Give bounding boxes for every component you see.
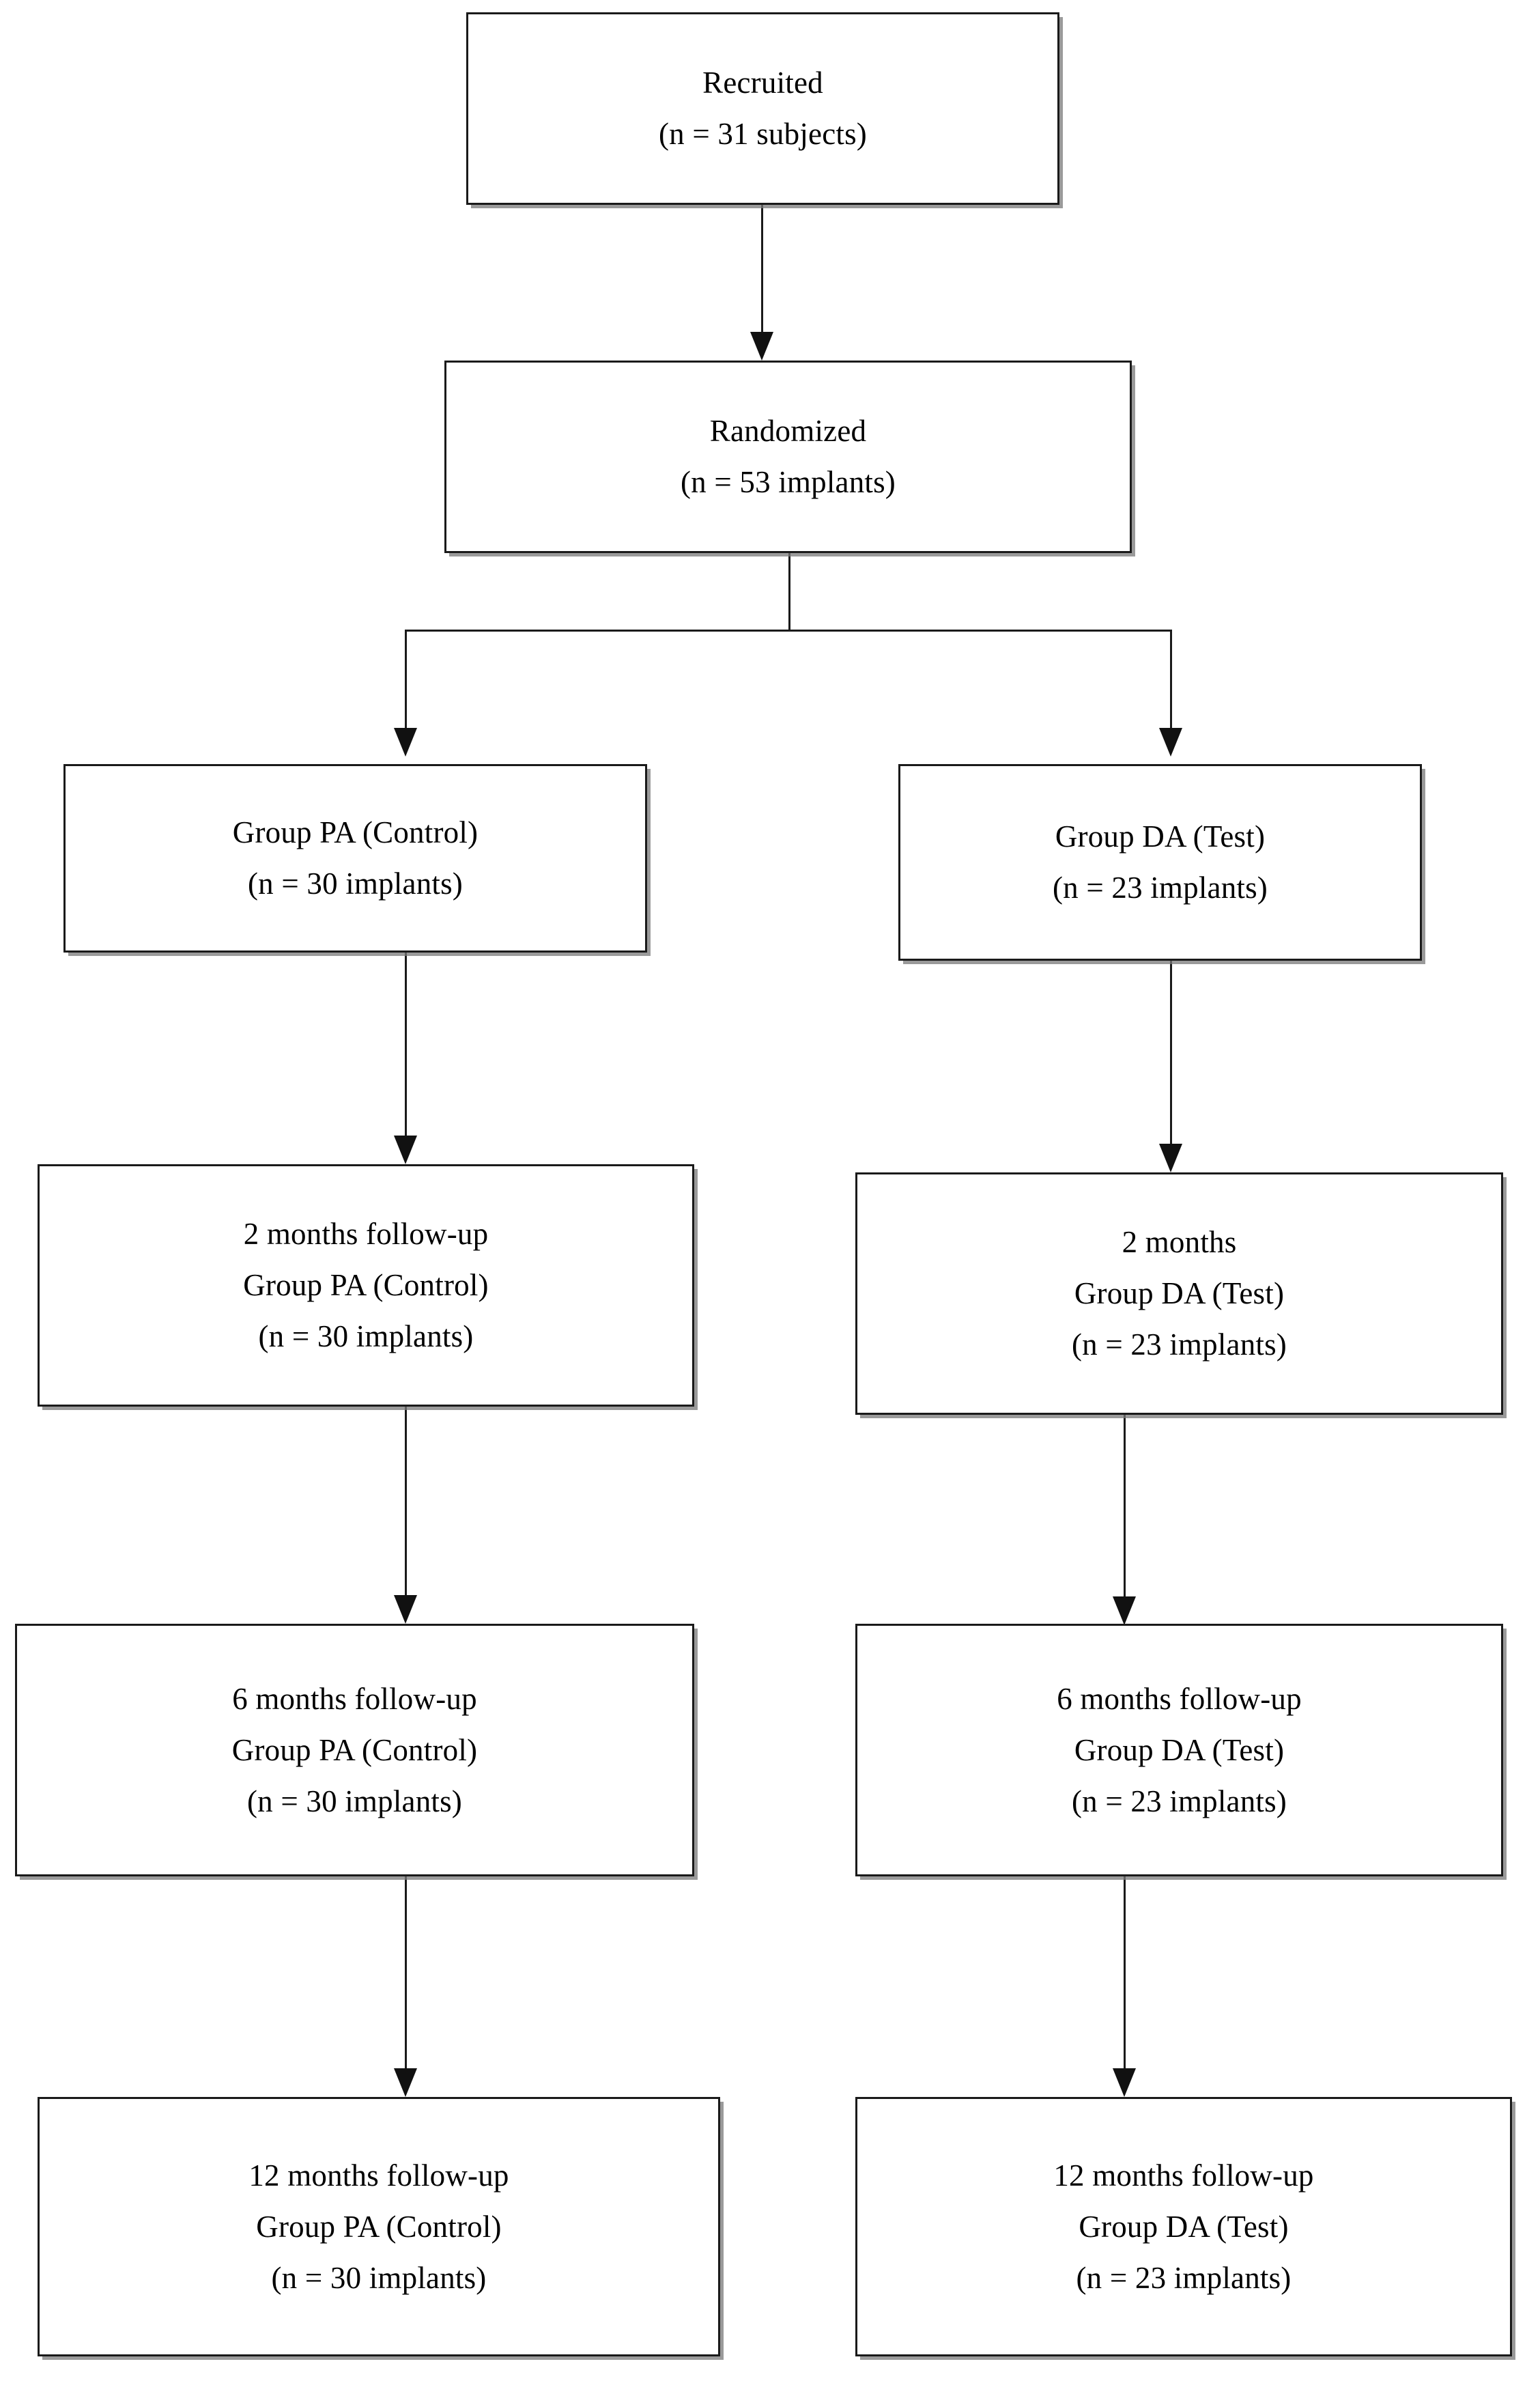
node-da-6m-line2: Group DA (Test): [1074, 1732, 1285, 1767]
connector-pa-2m-to-pa-6m: [405, 1407, 407, 1598]
node-recruited-line2: (n = 31 subjects): [659, 117, 867, 151]
node-da-2m-line3: (n = 23 implants): [1072, 1327, 1287, 1362]
node-pa-6m-line1: 6 months follow-up: [232, 1681, 477, 1716]
arrowhead-pa-2m: [394, 1136, 417, 1164]
connector-randomized-stem: [788, 553, 790, 632]
node-da-6m-line3: (n = 23 implants): [1072, 1784, 1287, 1818]
node-da-12m-line1: 12 months follow-up: [1053, 2158, 1314, 2193]
node-pa-2m-line2: Group PA (Control): [243, 1268, 489, 1302]
connector-group-da-to-da-2m: [1170, 961, 1172, 1146]
node-da-2m-line1: 2 months: [1122, 1225, 1237, 1259]
node-da-6m-line1: 6 months follow-up: [1057, 1681, 1302, 1716]
connector-randomized-crossbar: [405, 630, 1172, 632]
node-pa-6m-line3: (n = 30 implants): [247, 1784, 462, 1818]
node-da-12m-line2: Group DA (Test): [1079, 2209, 1289, 2244]
node-da-12m-line3: (n = 23 implants): [1076, 2260, 1292, 2295]
node-group-da-line1: Group DA (Test): [1055, 819, 1266, 854]
node-randomized-line2: (n = 53 implants): [681, 465, 896, 499]
node-randomized: Randomized (n = 53 implants): [444, 361, 1132, 553]
arrowhead-randomized: [750, 332, 773, 361]
node-group-pa-line2: (n = 30 implants): [248, 867, 463, 901]
node-group-pa-line1: Group PA (Control): [232, 815, 479, 849]
arrowhead-pa-12m: [394, 2068, 417, 2097]
arrowhead-da-6m: [1113, 1596, 1136, 1625]
arrowhead-da-12m: [1113, 2068, 1136, 2097]
arrowhead-group-da: [1159, 728, 1182, 757]
connector-da-6m-to-da-12m: [1124, 1876, 1126, 2071]
connector-da-2m-to-da-6m: [1124, 1415, 1126, 1599]
node-da-6m: 6 months follow-up Group DA (Test) (n = …: [855, 1624, 1503, 1876]
node-pa-6m: 6 months follow-up Group PA (Control) (n…: [15, 1624, 694, 1876]
node-group-pa: Group PA (Control) (n = 30 implants): [63, 764, 647, 953]
node-group-da-line2: (n = 23 implants): [1053, 871, 1268, 905]
arrowhead-group-pa: [394, 728, 417, 757]
connector-group-pa-to-pa-2m: [405, 953, 407, 1138]
node-da-2m: 2 months Group DA (Test) (n = 23 implant…: [855, 1172, 1503, 1415]
node-pa-2m: 2 months follow-up Group PA (Control) (n…: [38, 1164, 694, 1407]
arrowhead-pa-6m: [394, 1595, 417, 1624]
node-recruited: Recruited (n = 31 subjects): [466, 12, 1059, 205]
node-pa-12m-line3: (n = 30 implants): [271, 2260, 487, 2295]
node-pa-12m: 12 months follow-up Group PA (Control) (…: [38, 2097, 720, 2356]
arrowhead-da-2m: [1159, 1144, 1182, 1172]
node-da-12m: 12 months follow-up Group DA (Test) (n =…: [855, 2097, 1512, 2356]
node-pa-12m-line1: 12 months follow-up: [248, 2158, 509, 2193]
connector-randomized-to-group-da: [1170, 630, 1172, 731]
node-da-2m-line2: Group DA (Test): [1074, 1276, 1285, 1310]
node-pa-6m-line2: Group PA (Control): [231, 1732, 478, 1767]
node-pa-2m-line3: (n = 30 implants): [258, 1319, 474, 1353]
node-pa-12m-line2: Group PA (Control): [256, 2209, 502, 2244]
node-group-da: Group DA (Test) (n = 23 implants): [898, 764, 1422, 961]
connector-recruited-to-randomized: [761, 205, 763, 335]
node-randomized-line1: Randomized: [709, 414, 867, 448]
node-recruited-line1: Recruited: [702, 66, 823, 100]
node-pa-2m-line1: 2 months follow-up: [243, 1217, 489, 1251]
connector-pa-6m-to-pa-12m: [405, 1876, 407, 2071]
connector-randomized-to-group-pa: [405, 630, 407, 731]
